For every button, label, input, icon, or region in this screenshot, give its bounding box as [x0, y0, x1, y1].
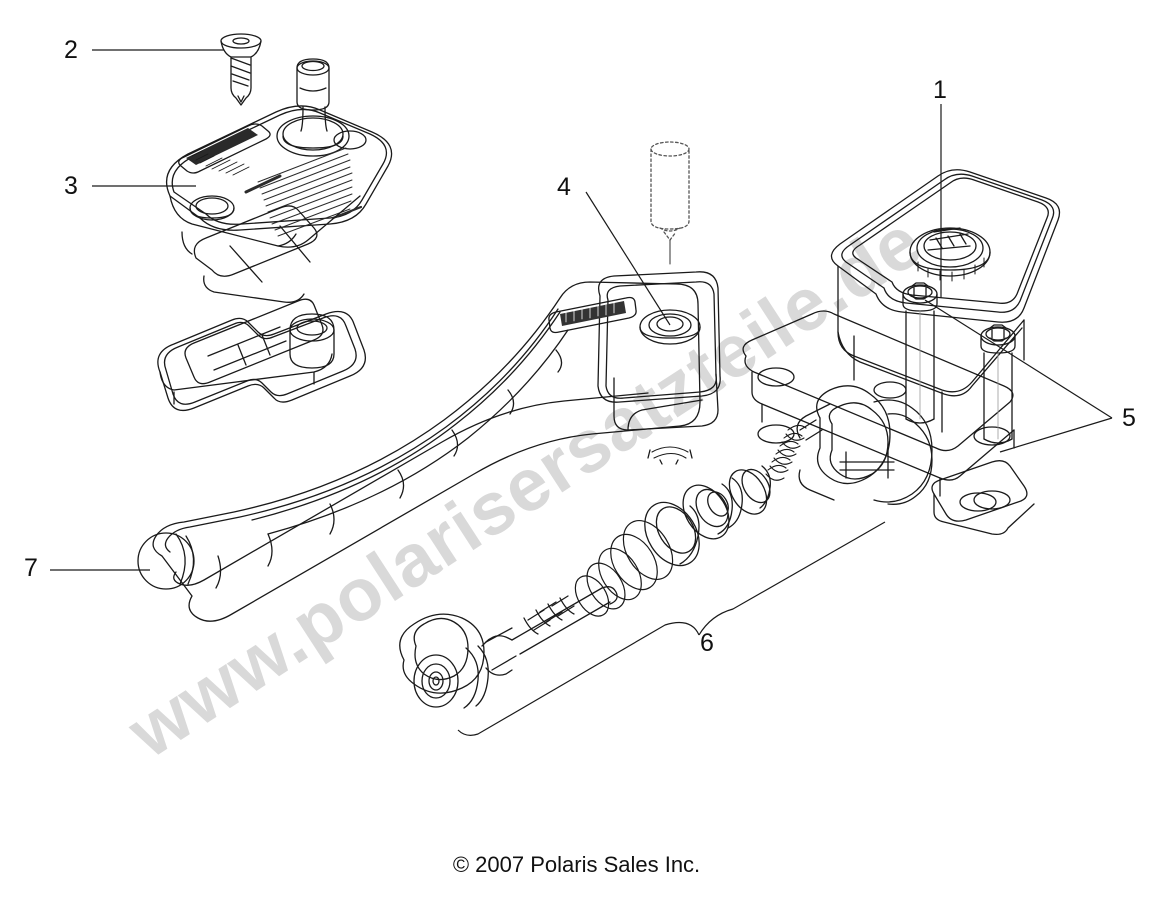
callout-1: 1	[933, 76, 947, 104]
part-piston-kit	[399, 419, 823, 709]
part-clamp-bolt-right	[980, 324, 1016, 444]
leader-5a	[924, 299, 1113, 419]
leader-6-brace	[698, 521, 886, 636]
part-reservoir-cover	[157, 58, 393, 412]
part-cover-screw	[220, 33, 262, 106]
callout-2: 2	[64, 36, 78, 64]
callout-7: 7	[24, 554, 38, 582]
leader-5b	[999, 417, 1113, 453]
part-master-cylinder-body	[742, 169, 1061, 536]
part-clamp-bolt-left	[902, 282, 938, 424]
callout-4: 4	[557, 173, 571, 201]
callout-3: 3	[64, 172, 78, 200]
leader-4	[585, 191, 671, 326]
part-circlip	[647, 446, 693, 465]
callout-6: 6	[700, 629, 714, 657]
leader-6-brace2	[457, 622, 700, 736]
copyright-notice: © 2007 Polaris Sales Inc.	[452, 852, 701, 877]
part-brake-lever	[137, 271, 721, 622]
callout-5: 5	[1122, 404, 1136, 432]
